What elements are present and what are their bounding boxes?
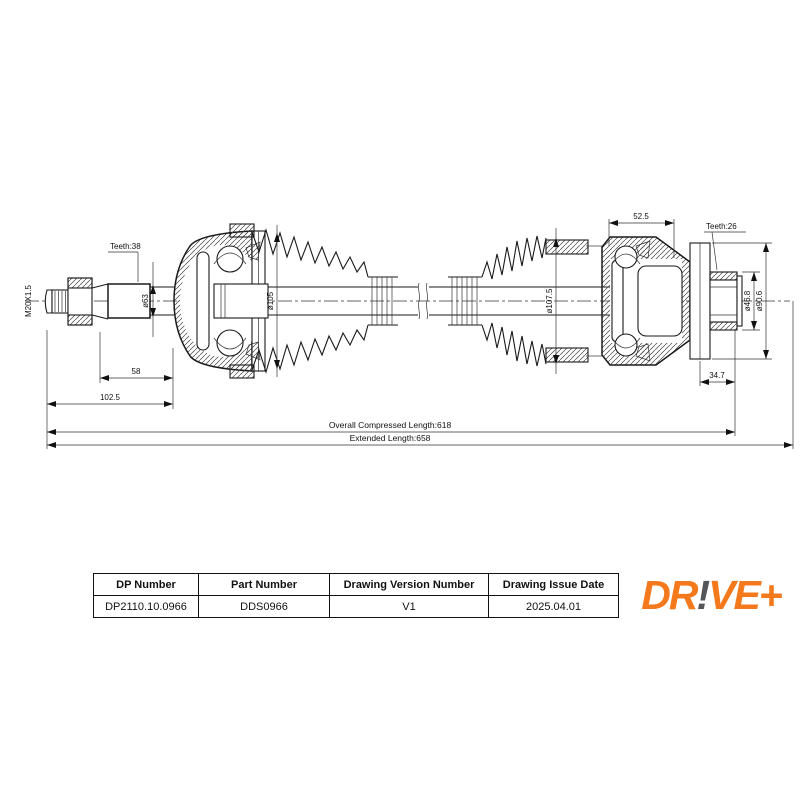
left-boot — [229, 223, 398, 379]
header-drawing-version-number: Drawing Version Number — [329, 573, 489, 596]
right-inner-joint — [601, 236, 743, 366]
brand-logo: DR!VE+ — [624, 568, 798, 622]
label-dia-105: ø105 — [266, 291, 275, 310]
label-dia-63: ø63 — [141, 294, 150, 308]
label-teeth-left: Teeth:38 — [110, 242, 141, 251]
header-drawing-issue-date: Drawing Issue Date — [488, 573, 619, 596]
label-extended-length: Extended Length:658 — [350, 433, 431, 443]
label-dia-46-8: ø46.8 — [743, 290, 752, 311]
value-drawing-version-number: V1 — [329, 595, 489, 618]
title-block-value-row: DP2110.10.0966 DDS0966 V1 2025.04.01 — [93, 595, 619, 618]
label-dim-58: 58 — [132, 367, 141, 376]
value-part-number: DDS0966 — [198, 595, 330, 618]
label-dia-90-6: ø90.6 — [755, 290, 764, 311]
logo-text-dr: DR — [641, 571, 698, 618]
value-dp-number: DP2110.10.0966 — [93, 595, 199, 618]
left-threaded-stub — [44, 277, 174, 326]
label-dim-34-7: 34.7 — [709, 371, 725, 380]
logo-text-ve-plus: VE+ — [708, 571, 783, 618]
label-teeth-right: Teeth:26 — [706, 222, 737, 231]
technical-drawing: Teeth:38 M20X1.5 ø63 ø105 58 102.5 — [24, 212, 794, 449]
header-part-number: Part Number — [198, 573, 330, 596]
left-cv-joint — [173, 230, 269, 372]
label-dim-102-5: 102.5 — [100, 393, 121, 402]
value-drawing-issue-date: 2025.04.01 — [488, 595, 619, 618]
logo-exclamation: ! — [696, 571, 710, 618]
label-compressed-length: Overall Compressed Length:618 — [329, 420, 452, 430]
label-dia-107-5: ø107.5 — [545, 288, 554, 313]
dimensions: Teeth:38 M20X1.5 ø63 ø105 58 102.5 — [24, 212, 794, 449]
title-block: DP Number Part Number Drawing Version Nu… — [93, 573, 619, 618]
label-dim-52-5: 52.5 — [633, 212, 649, 221]
label-thread: M20X1.5 — [24, 284, 33, 317]
header-dp-number: DP Number — [93, 573, 199, 596]
title-block-header-row: DP Number Part Number Drawing Version Nu… — [93, 573, 619, 596]
